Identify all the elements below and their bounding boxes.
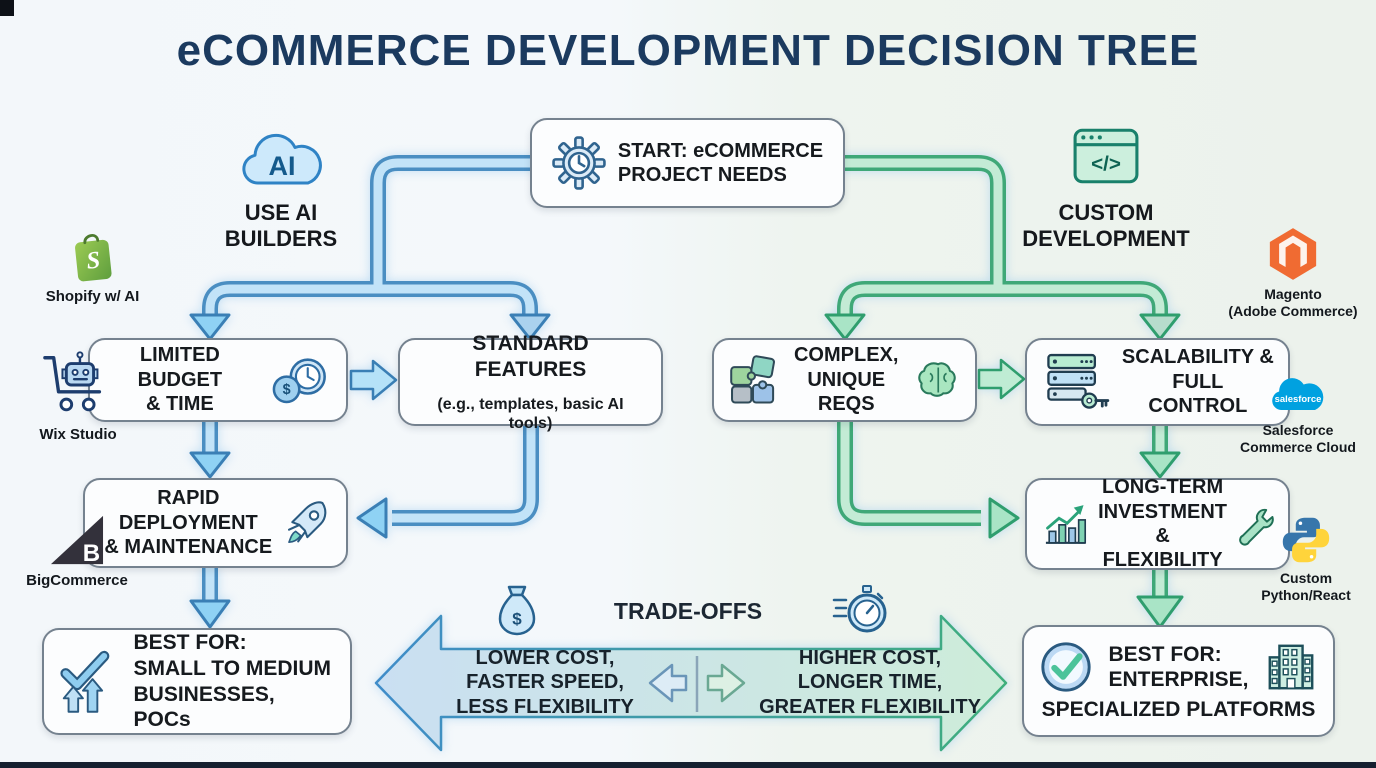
shopify-icon: S: [74, 234, 112, 282]
best-small-label: BEST FOR: SMALL TO MEDIUM BUSINESSES, PO…: [133, 631, 332, 732]
best-enterprise-line3: SPECIALIZED PLATFORMS: [1041, 698, 1316, 722]
page-title: eCOMMERCE DEVELOPMENT DECISION TREE: [176, 26, 1200, 75]
check-growth-icon: [60, 650, 110, 713]
wrench-icon: [1239, 508, 1274, 546]
node-scalability: SCALABILITY & FULL CONTROL: [1025, 338, 1290, 426]
limited-budget-label: LIMITED BUDGET & TIME: [137, 344, 223, 416]
complex-reqs-label: COMPLEX, UNIQUE REQS: [793, 344, 899, 416]
long-term-label: LONG-TERM INVESTMENT & FLEXIBILITY: [1098, 476, 1228, 572]
code-window-icon: </>: [1072, 124, 1140, 193]
magento-icon: [1269, 228, 1317, 280]
standard-features-subtitle: (e.g., templates, basic AI tools): [437, 396, 624, 432]
tradeoffs-double-arrow: [374, 614, 1008, 752]
corner-artifact: [0, 0, 14, 16]
platform-salesforce: salesforce Salesforce Commerce Cloud: [1228, 370, 1368, 456]
stopwatch-icon: [832, 584, 888, 643]
blue-pipes-fill: [205, 158, 536, 602]
circle-check-icon: [1041, 642, 1092, 692]
dollar-bag-symbol: $: [512, 609, 522, 628]
rocket-icon: [287, 501, 326, 544]
node-limited-budget: LIMITED BUDGET & TIME $: [88, 338, 348, 422]
branch-use-ai-label: USE AI BUILDERS: [224, 200, 338, 251]
code-glyph: </>: [1091, 153, 1121, 176]
node-best-small: BEST FOR: SMALL TO MEDIUM BUSINESSES, PO…: [42, 628, 352, 735]
tradeoffs-right-text: HIGHER COST, LONGER TIME, GREATER FLEXIB…: [759, 647, 981, 718]
platform-bigcommerce: B BigCommerce: [12, 514, 142, 590]
node-rapid-deployment: RAPID DEPLOYMENT & MAINTENANCE: [83, 478, 348, 568]
node-best-enterprise: BEST FOR: ENTERPRISE, SPECIALIZED PLATFO…: [1022, 625, 1335, 737]
shopify-label: Shopify w/ AI: [45, 288, 140, 305]
shopify-letter: S: [85, 246, 101, 274]
ai-cloud-icon: AI: [234, 126, 330, 199]
clock-dollar-icon: $: [272, 358, 326, 404]
money-bag-icon: $: [494, 582, 540, 645]
python-label: Custom Python/React: [1261, 570, 1351, 603]
node-complex-reqs: COMPLEX, UNIQUE REQS: [712, 338, 977, 422]
salesforce-icon: salesforce: [1272, 378, 1324, 411]
rapid-deployment-label: RAPID DEPLOYMENT & MAINTENANCE: [104, 487, 273, 559]
ai-cloud-text: AI: [269, 151, 296, 181]
salesforce-label: Salesforce Commerce Cloud: [1240, 422, 1356, 455]
salesforce-logo-text: salesforce: [1275, 394, 1322, 405]
scalability-label: SCALABILITY & FULL CONTROL: [1121, 346, 1274, 418]
arrowheads: [189, 313, 1184, 629]
best-enterprise-lines: BEST FOR: ENTERPRISE,: [1108, 642, 1249, 692]
platform-magento: Magento (Adobe Commerce): [1218, 226, 1368, 320]
dollar-coin-symbol: $: [282, 382, 290, 398]
node-standard-features: STANDARD FEATURES (e.g., templates, basi…: [398, 332, 663, 432]
bigcommerce-label: BigCommerce: [26, 572, 128, 589]
platform-python: Custom Python/React: [1246, 514, 1366, 604]
bigcommerce-letter: B: [83, 540, 100, 567]
green-pipes-fill: [839, 158, 1165, 600]
python-icon: [1282, 517, 1330, 563]
branch-custom-dev-label: CUSTOM DEVELOPMENT: [1022, 200, 1190, 251]
arrow-limited-to-standard: [349, 359, 398, 401]
building-icon: [1268, 644, 1313, 690]
brain-icon: [917, 362, 956, 397]
server-key-icon: [1047, 353, 1110, 409]
mini-right-arrow-icon: [706, 663, 746, 703]
bigcommerce-icon: B: [50, 515, 104, 567]
node-long-term: LONG-TERM INVESTMENT & FLEXIBILITY: [1025, 476, 1290, 572]
wix-robot-cart-icon: [43, 351, 102, 412]
platform-shopify: S Shopify w/ AI: [25, 226, 160, 306]
magento-label: Magento (Adobe Commerce): [1228, 286, 1358, 319]
gear-clock-icon: [552, 136, 606, 190]
platform-wix: Wix Studio: [18, 348, 138, 444]
start-label: START: eCOMMERCE PROJECT NEEDS: [617, 139, 824, 186]
standard-features-label: STANDARD FEATURES: [472, 332, 589, 381]
start-node: START: eCOMMERCE PROJECT NEEDS: [530, 118, 845, 208]
tradeoffs-left-text: LOWER COST, FASTER SPEED, LESS FLEXIBILI…: [456, 647, 634, 718]
wix-label: Wix Studio: [39, 426, 117, 443]
growth-chart-icon: [1045, 505, 1087, 544]
puzzle-icon: [730, 355, 775, 404]
mini-left-arrow-icon: [648, 663, 688, 703]
tradeoffs-title: TRADE-OFFS: [613, 598, 763, 624]
arrow-complex-to-scalability: [977, 358, 1026, 400]
bottom-edge-bar: [0, 762, 1376, 768]
